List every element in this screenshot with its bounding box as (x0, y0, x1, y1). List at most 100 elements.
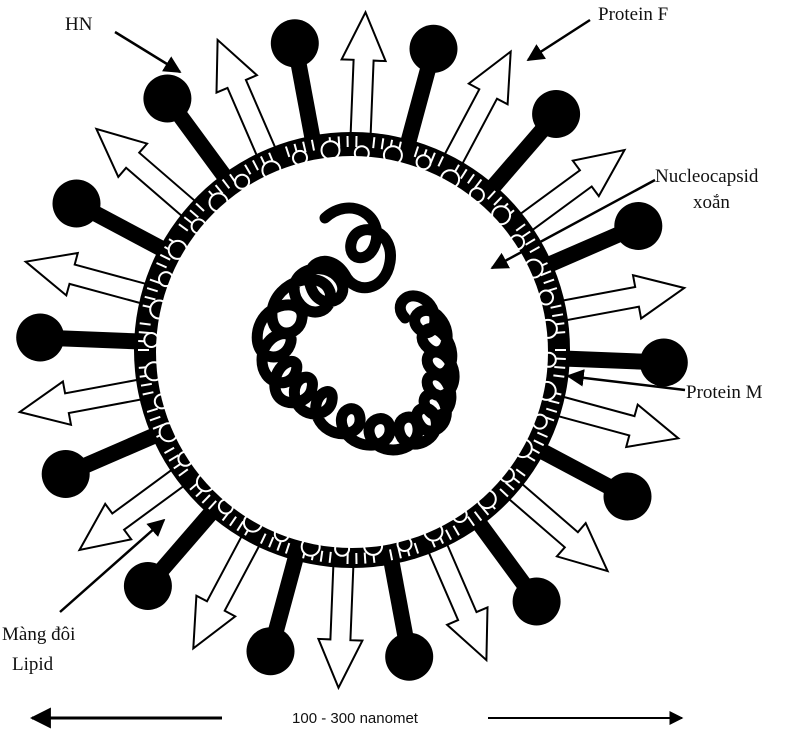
bilayer-tick (168, 454, 179, 462)
protein-f-label: Protein F (598, 4, 668, 25)
bilayer-tick (146, 287, 158, 293)
f-spike-stalk (83, 202, 175, 261)
f-spike-stalk (73, 424, 168, 477)
f-spike-head (385, 632, 434, 681)
f-spike-stalk (556, 350, 653, 370)
bilayer-tick (554, 366, 566, 369)
lipid-pointer (59, 518, 166, 613)
bilayer-tick (467, 516, 475, 527)
bilayer-tick (328, 551, 332, 563)
bilayer-tick (363, 552, 367, 564)
f-spike-head (639, 338, 688, 387)
hn-spike (23, 251, 158, 308)
nucleocapsid-pointer (490, 178, 656, 270)
bilayer-tick (550, 304, 562, 309)
bilayer-tick (413, 146, 420, 158)
bilayer-tick (459, 168, 468, 180)
bilayer-tick (552, 313, 564, 318)
protein-f-pointer (526, 18, 591, 62)
f-spike-head (16, 313, 65, 362)
f-spike-head (512, 577, 561, 626)
bilayer-tick (473, 511, 483, 522)
f-spike-head (41, 450, 90, 498)
virus-core (156, 156, 548, 548)
hn-pointer (114, 30, 182, 74)
hn-spike (438, 49, 512, 176)
nucleocapsid-label: Nucleocapsid (655, 166, 759, 187)
bilayer-tick (183, 216, 194, 225)
bilayer-tick (467, 173, 475, 184)
bilayer-tick (178, 468, 189, 477)
scale-label: 100 - 300 nanomet (292, 710, 419, 727)
hn-spike (77, 461, 195, 552)
bilayer-tick (473, 178, 483, 189)
bilayer-tick (284, 542, 291, 554)
hn-spike (215, 37, 282, 168)
bilayer-tick (372, 137, 376, 149)
f-spike-stalk (168, 103, 238, 190)
hn-spike (550, 273, 687, 324)
bilayer-tick (252, 159, 259, 171)
hn-label: HN (65, 14, 93, 35)
protein-m-unit (234, 173, 251, 190)
f-spike-head (246, 627, 295, 676)
bilayer-tick (452, 525, 460, 536)
bilayer-tick (195, 202, 205, 212)
protein-m-unit (415, 154, 432, 171)
bilayer-tick (546, 407, 558, 413)
bilayer-tick (515, 468, 526, 477)
bilayer-tick (487, 190, 496, 200)
hn-spike (94, 127, 205, 225)
hn-spike (499, 475, 610, 573)
f-spike-head (123, 562, 172, 610)
bilayer-tick (276, 539, 283, 551)
protein-m-label: Protein M (686, 382, 763, 403)
bilayer-tick (529, 246, 540, 254)
bilayer-tick (543, 278, 555, 285)
f-spike-stalk (51, 330, 148, 350)
bilayer-tick (319, 550, 324, 562)
bilayer-tick (284, 146, 291, 158)
bilayer-tick (178, 223, 189, 232)
hn-spike (17, 376, 154, 427)
bilayer-tick (236, 520, 245, 532)
helical-nucleocapsid (251, 202, 460, 456)
bilayer-tick (537, 431, 548, 438)
bilayer-tick (302, 141, 307, 153)
lipid-label-line2: Lipid (12, 654, 54, 675)
bilayer-tick (540, 270, 552, 277)
bilayer-tick (310, 139, 315, 151)
bilayer-tick (437, 155, 445, 167)
f-spike-stalk (397, 58, 439, 155)
bilayer-tick (445, 529, 452, 541)
envelope-spikes (16, 9, 688, 691)
bilayer-tick (553, 374, 565, 378)
hn-spike (422, 532, 489, 663)
bilayer-tick (380, 138, 385, 150)
f-spike-stalk (149, 499, 224, 583)
protein-m-unit (320, 140, 341, 161)
f-spike-head (409, 24, 458, 73)
bilayer-tick (146, 407, 158, 413)
hn-spike (339, 9, 388, 147)
bilayer-tick (413, 542, 420, 554)
bilayer-tick (189, 209, 199, 219)
f-spike-stalk (529, 439, 621, 498)
bilayer-tick (208, 500, 217, 510)
bilayer-tick (515, 223, 526, 232)
bilayer-tick (229, 516, 237, 527)
f-spike-stalk (265, 545, 307, 642)
bilayer-tick (156, 262, 167, 269)
bilayer-tick (221, 178, 231, 189)
f-spike-head (52, 179, 101, 228)
bilayer-tick (548, 399, 560, 405)
lipid-label: Màng đôi (2, 624, 75, 645)
bilayer-tick (244, 164, 252, 175)
bilayer-tick (525, 238, 536, 246)
bilayer-tick (214, 184, 224, 195)
bilayer-tick (499, 488, 509, 498)
f-spike-head (603, 472, 652, 521)
f-spike-stalk (381, 550, 415, 647)
f-spike-stalk (480, 117, 555, 201)
